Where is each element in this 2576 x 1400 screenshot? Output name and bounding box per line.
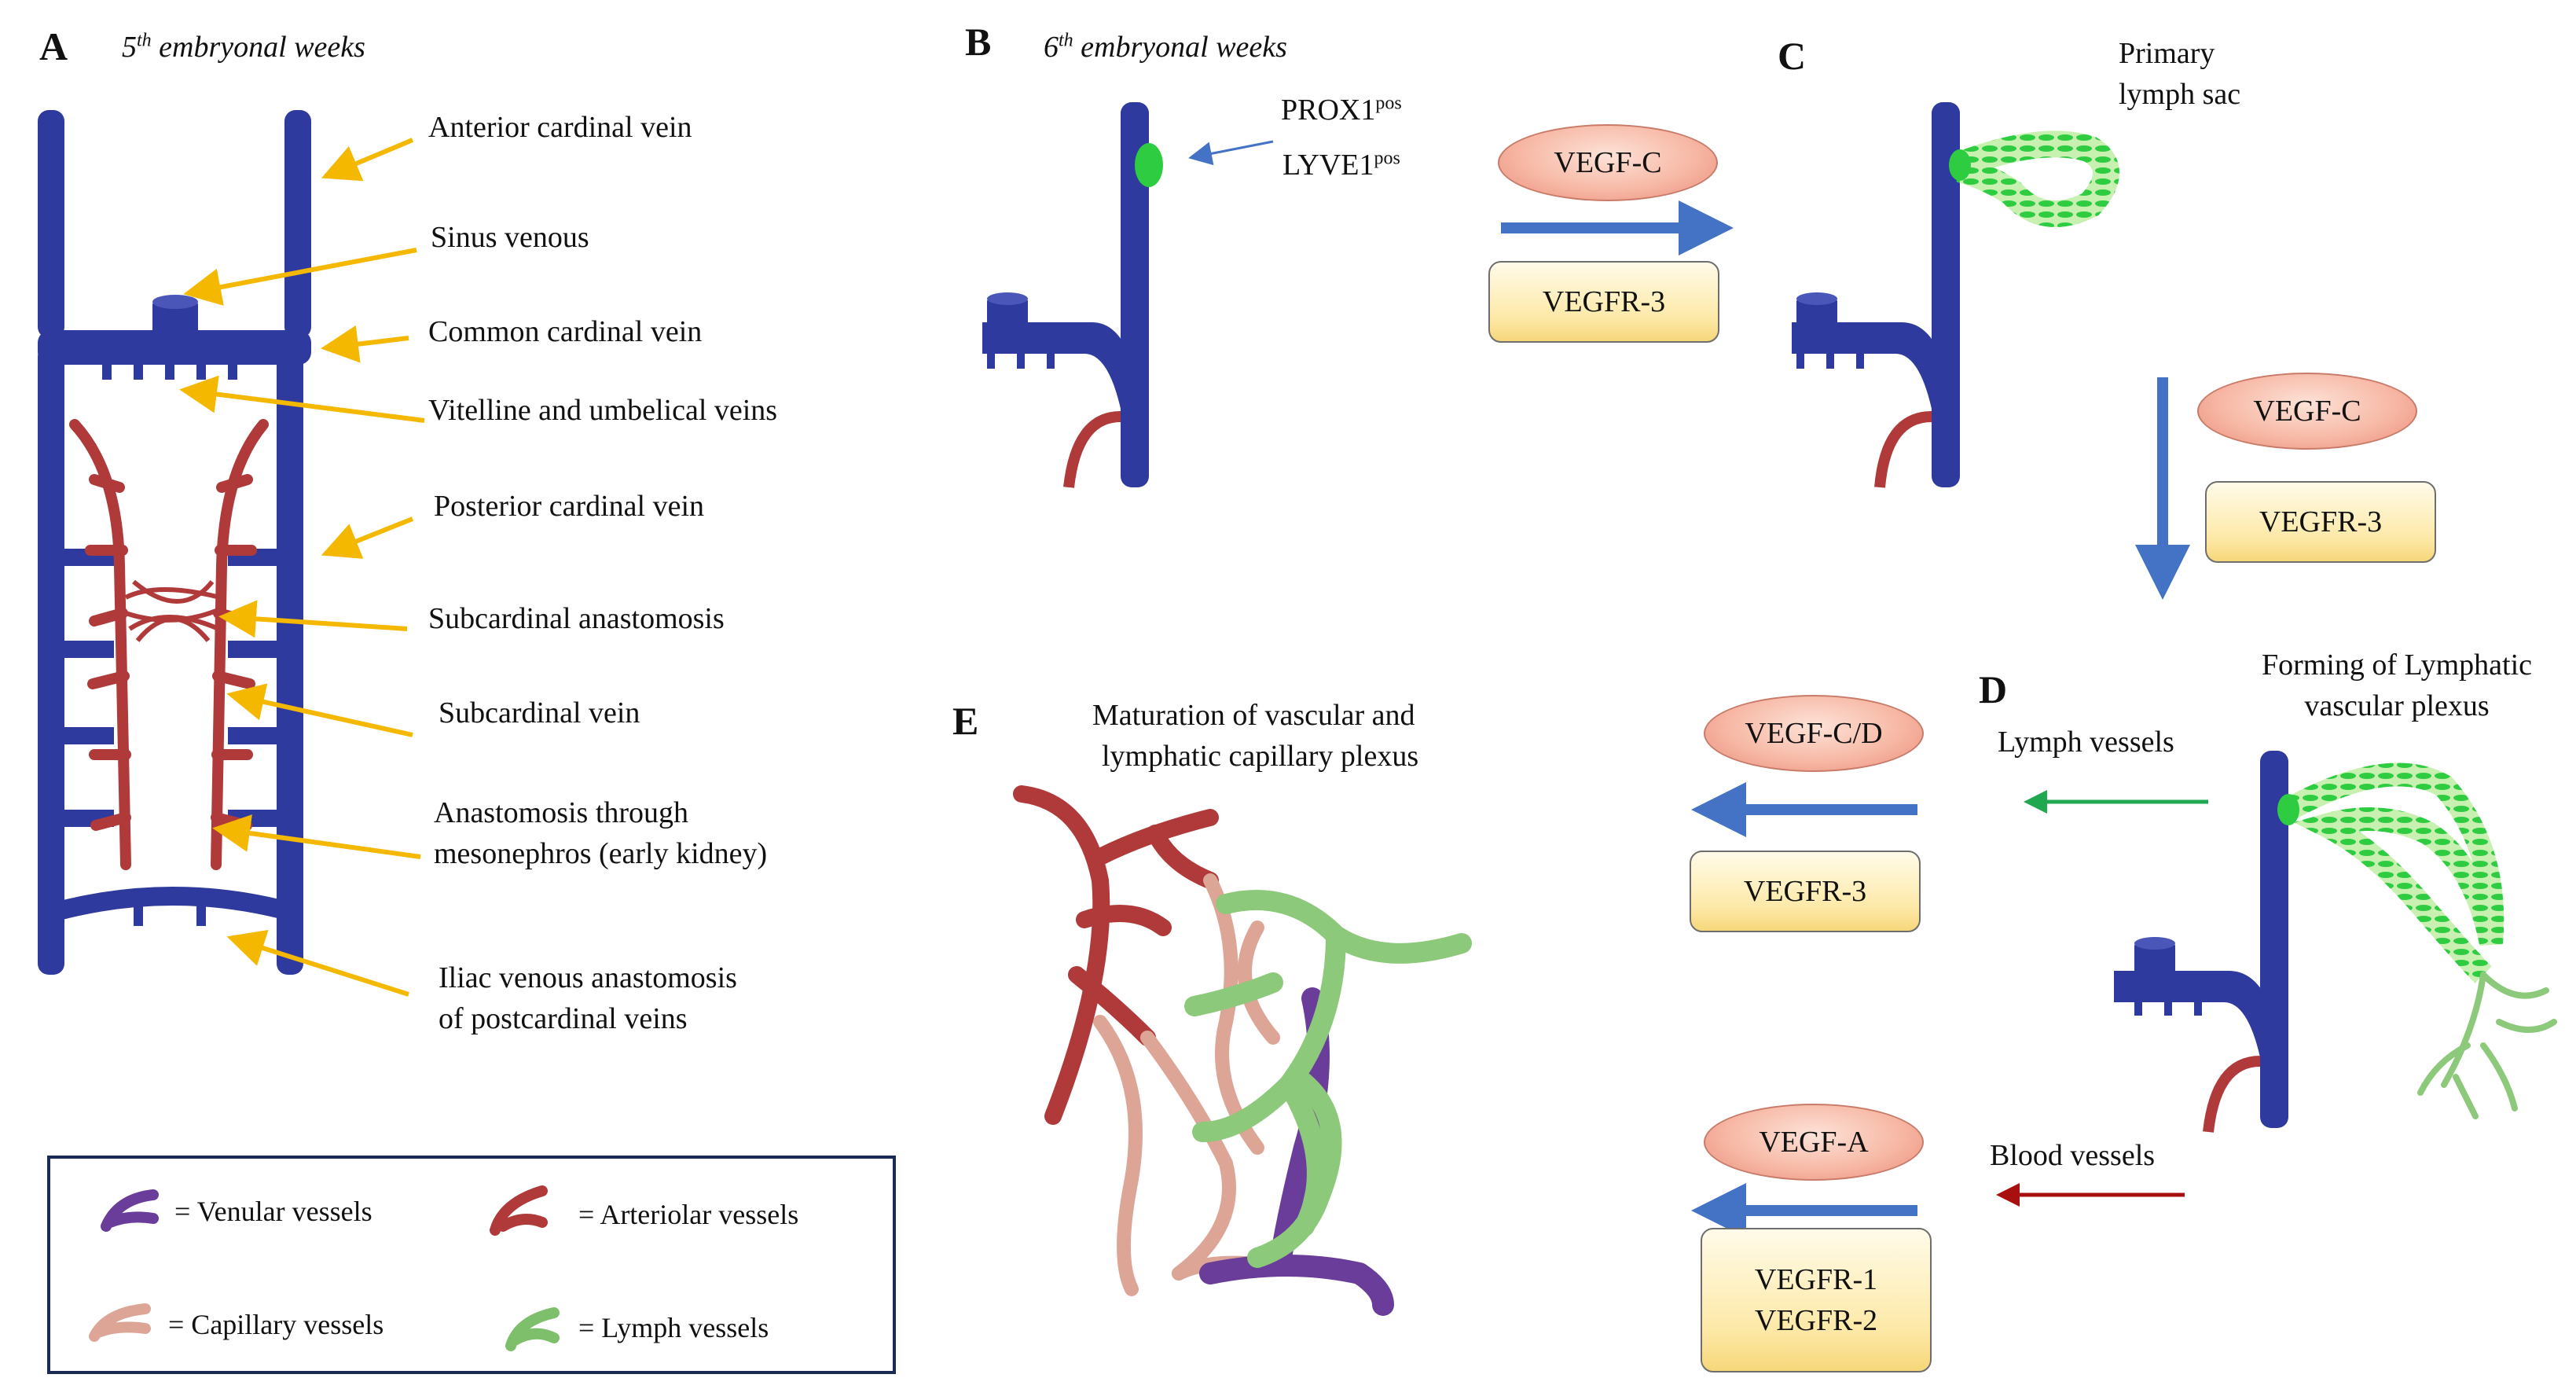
box-lymph-receptor: VEGFR-3	[1690, 851, 1921, 932]
anterior-cardinal-vein-right	[284, 110, 311, 338]
caption-lymph-vessels: Lymph vessels	[1998, 726, 2174, 759]
label-iliac-venous-anastomosis: Iliac venous anastomosis	[439, 961, 737, 994]
posterior-cardinal-vein-left	[38, 346, 64, 975]
caption-primary: Primary	[2119, 37, 2215, 70]
forming-lymphatic-plexus	[2282, 762, 2504, 983]
legend-box: = Venular vessels = Arteriolar vessels =…	[47, 1156, 896, 1374]
pill-blood-ligand: VEGF-A	[1704, 1104, 1924, 1181]
panel-b-title: 6th embryonal weeks	[1044, 30, 1287, 64]
legend-arteriolar-label: = Arteriolar vessels	[578, 1199, 799, 1230]
caption-lymph-sac: lymph sac	[2119, 78, 2241, 111]
panel-b-letter: B	[965, 20, 992, 64]
caption-forming-2: vascular plexus	[2304, 689, 2490, 722]
caption-forming-1: Forming of Lymphatic	[2261, 649, 2533, 682]
label-anastomosis-through: Anastomosis through	[434, 796, 689, 829]
marker-lyve1: LYVE1pos	[1282, 148, 1400, 182]
pill-bc-ligand: VEGF-C	[1498, 124, 1718, 201]
box-cd-receptor: VEGFR-3	[2205, 481, 2436, 563]
common-cardinal-vein	[38, 330, 311, 365]
box-blood-receptors: VEGFR-1 VEGFR-2	[1701, 1228, 1932, 1372]
label-subcardinal-vein: Subcardinal vein	[439, 696, 640, 729]
sinus-venous	[152, 300, 198, 338]
legend-lymph-icon	[505, 1307, 560, 1351]
panel-d-drawing	[2114, 751, 2557, 1133]
pill-cd-ligand: VEGF-C	[2197, 373, 2417, 450]
legend-venular-label: = Venular vessels	[174, 1196, 372, 1227]
pill-lymph-ligand: VEGF-C/D	[1704, 695, 1924, 772]
label-common-cardinal-vein: Common cardinal vein	[428, 315, 703, 348]
marker-prox1: PROX1pos	[1281, 93, 1402, 127]
box-bc-receptor: VEGFR-3	[1488, 261, 1719, 343]
label-mesonephros: mesonephros (early kidney)	[434, 837, 768, 870]
caption-maturation-1: Maturation of vascular and	[1092, 699, 1415, 732]
label-posterior-cardinal-vein: Posterior cardinal vein	[434, 490, 705, 523]
legend-capillary-icon	[89, 1303, 151, 1342]
panel-a-vessel-drawing	[38, 110, 425, 997]
panel-c-drawing	[1792, 102, 2119, 488]
label-vitelline-umbelical-veins: Vitelline and umbelical veins	[428, 394, 778, 427]
anterior-cardinal-vein-left	[38, 110, 64, 338]
panel-e-drawing	[1013, 785, 1472, 1316]
caption-blood-vessels: Blood vessels	[1990, 1139, 2156, 1172]
subcardinal-anastomosis-tangle	[124, 579, 222, 642]
primary-lymph-sac	[1955, 130, 2119, 227]
label-anterior-cardinal-vein: Anterior cardinal vein	[428, 111, 692, 144]
legend-icons	[89, 1185, 560, 1351]
legend-venular-icon	[101, 1189, 159, 1232]
prox1-lyve1-cluster	[1135, 143, 1163, 187]
panel-e-letter: E	[952, 699, 979, 743]
legend-arteriolar-icon	[490, 1185, 548, 1236]
caption-maturation-2: lymphatic capillary plexus	[1102, 740, 1419, 773]
panel-a-title: 5th embryonal weeks	[122, 30, 365, 64]
iliac-anastomosis	[52, 887, 294, 921]
legend-capillary-label: = Capillary vessels	[168, 1309, 384, 1340]
panel-b-drawing	[982, 102, 1274, 488]
posterior-cardinal-vein-right	[277, 346, 303, 975]
panel-a-letter: A	[39, 24, 68, 68]
label-subcardinal-anastomosis: Subcardinal anastomosis	[428, 602, 725, 635]
label-of-postcardinal-veins: of postcardinal veins	[439, 1002, 688, 1035]
legend-lymph-label: = Lymph vessels	[578, 1312, 769, 1343]
panel-d-letter: D	[1979, 667, 2008, 711]
panel-c-letter: C	[1778, 34, 1807, 78]
label-sinus-venous: Sinus venous	[431, 221, 589, 254]
